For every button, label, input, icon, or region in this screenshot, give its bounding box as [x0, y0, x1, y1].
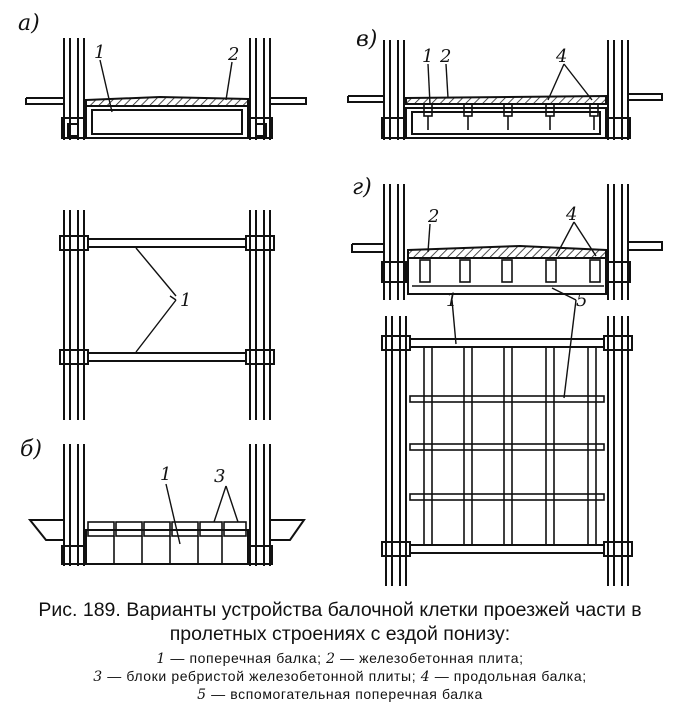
panel-g-plan: [381, 316, 633, 586]
legend-item-3: 3 — блоки ребристой железобетонной плиты…: [93, 668, 421, 685]
legend-item-1: 1 — поперечная балка;: [156, 650, 327, 667]
legend-num-1: 1: [156, 651, 166, 667]
panel-a-plan: 1: [59, 210, 275, 420]
callout-a-2: 2: [227, 44, 239, 65]
legend-text-5: — вспомогательная поперечная балка: [206, 686, 483, 702]
legend-text-3: — блоки ребристой железобетонной плиты;: [102, 668, 421, 684]
callout-b-3: 3: [214, 466, 225, 487]
callout-v-4: 4: [555, 46, 567, 67]
panel-g-label: г): [352, 175, 372, 200]
callout-v-1: 1: [422, 46, 433, 67]
caption-legend: 1 — поперечная балка; 2 — железобетонная…: [8, 650, 672, 704]
legend-item-5: 5 — вспомогательная поперечная балка: [197, 686, 483, 703]
figure-caption: Рис. 189. Варианты устройства балочной к…: [8, 598, 672, 704]
callout-g-4: 4: [565, 204, 577, 225]
legend-num-3: 3: [93, 669, 103, 685]
legend-num-2: 2: [326, 651, 336, 667]
panel-b-label: б): [20, 437, 42, 462]
legend-item-4: 4 — продольная балка;: [420, 668, 587, 685]
caption-title: Рис. 189. Варианты устройства балочной к…: [38, 599, 642, 645]
callout-a-1: 1: [94, 42, 105, 63]
legend-text-2: — железобетонная плита;: [335, 650, 524, 666]
panel-a-label: а): [18, 11, 40, 36]
legend-text-1: — поперечная балка;: [165, 650, 327, 666]
panel-v-section: в) 1 2 4: [347, 27, 663, 140]
beam-cage-figure: а) 1 2 в): [18, 11, 663, 586]
callout-g-5: 5: [576, 290, 587, 311]
panel-a-section: а) 1 2: [18, 11, 307, 140]
panel-g-section: г) 2 4 1 5: [351, 175, 663, 586]
legend-text-4: — продольная балка;: [430, 668, 587, 684]
legend-num-4: 4: [420, 669, 431, 685]
panel-v-label: в): [356, 27, 377, 52]
panel-b-section: б) 1 3: [20, 437, 306, 566]
legend-num-5: 5: [197, 687, 207, 703]
callout-g-2: 2: [427, 206, 439, 227]
callout-v-2: 2: [439, 46, 451, 67]
callout-g-1: 1: [446, 290, 457, 311]
legend-item-2: 2 — железобетонная плита;: [326, 650, 524, 667]
callout-plan-1: 1: [180, 290, 191, 311]
callout-b-1: 1: [160, 464, 171, 485]
